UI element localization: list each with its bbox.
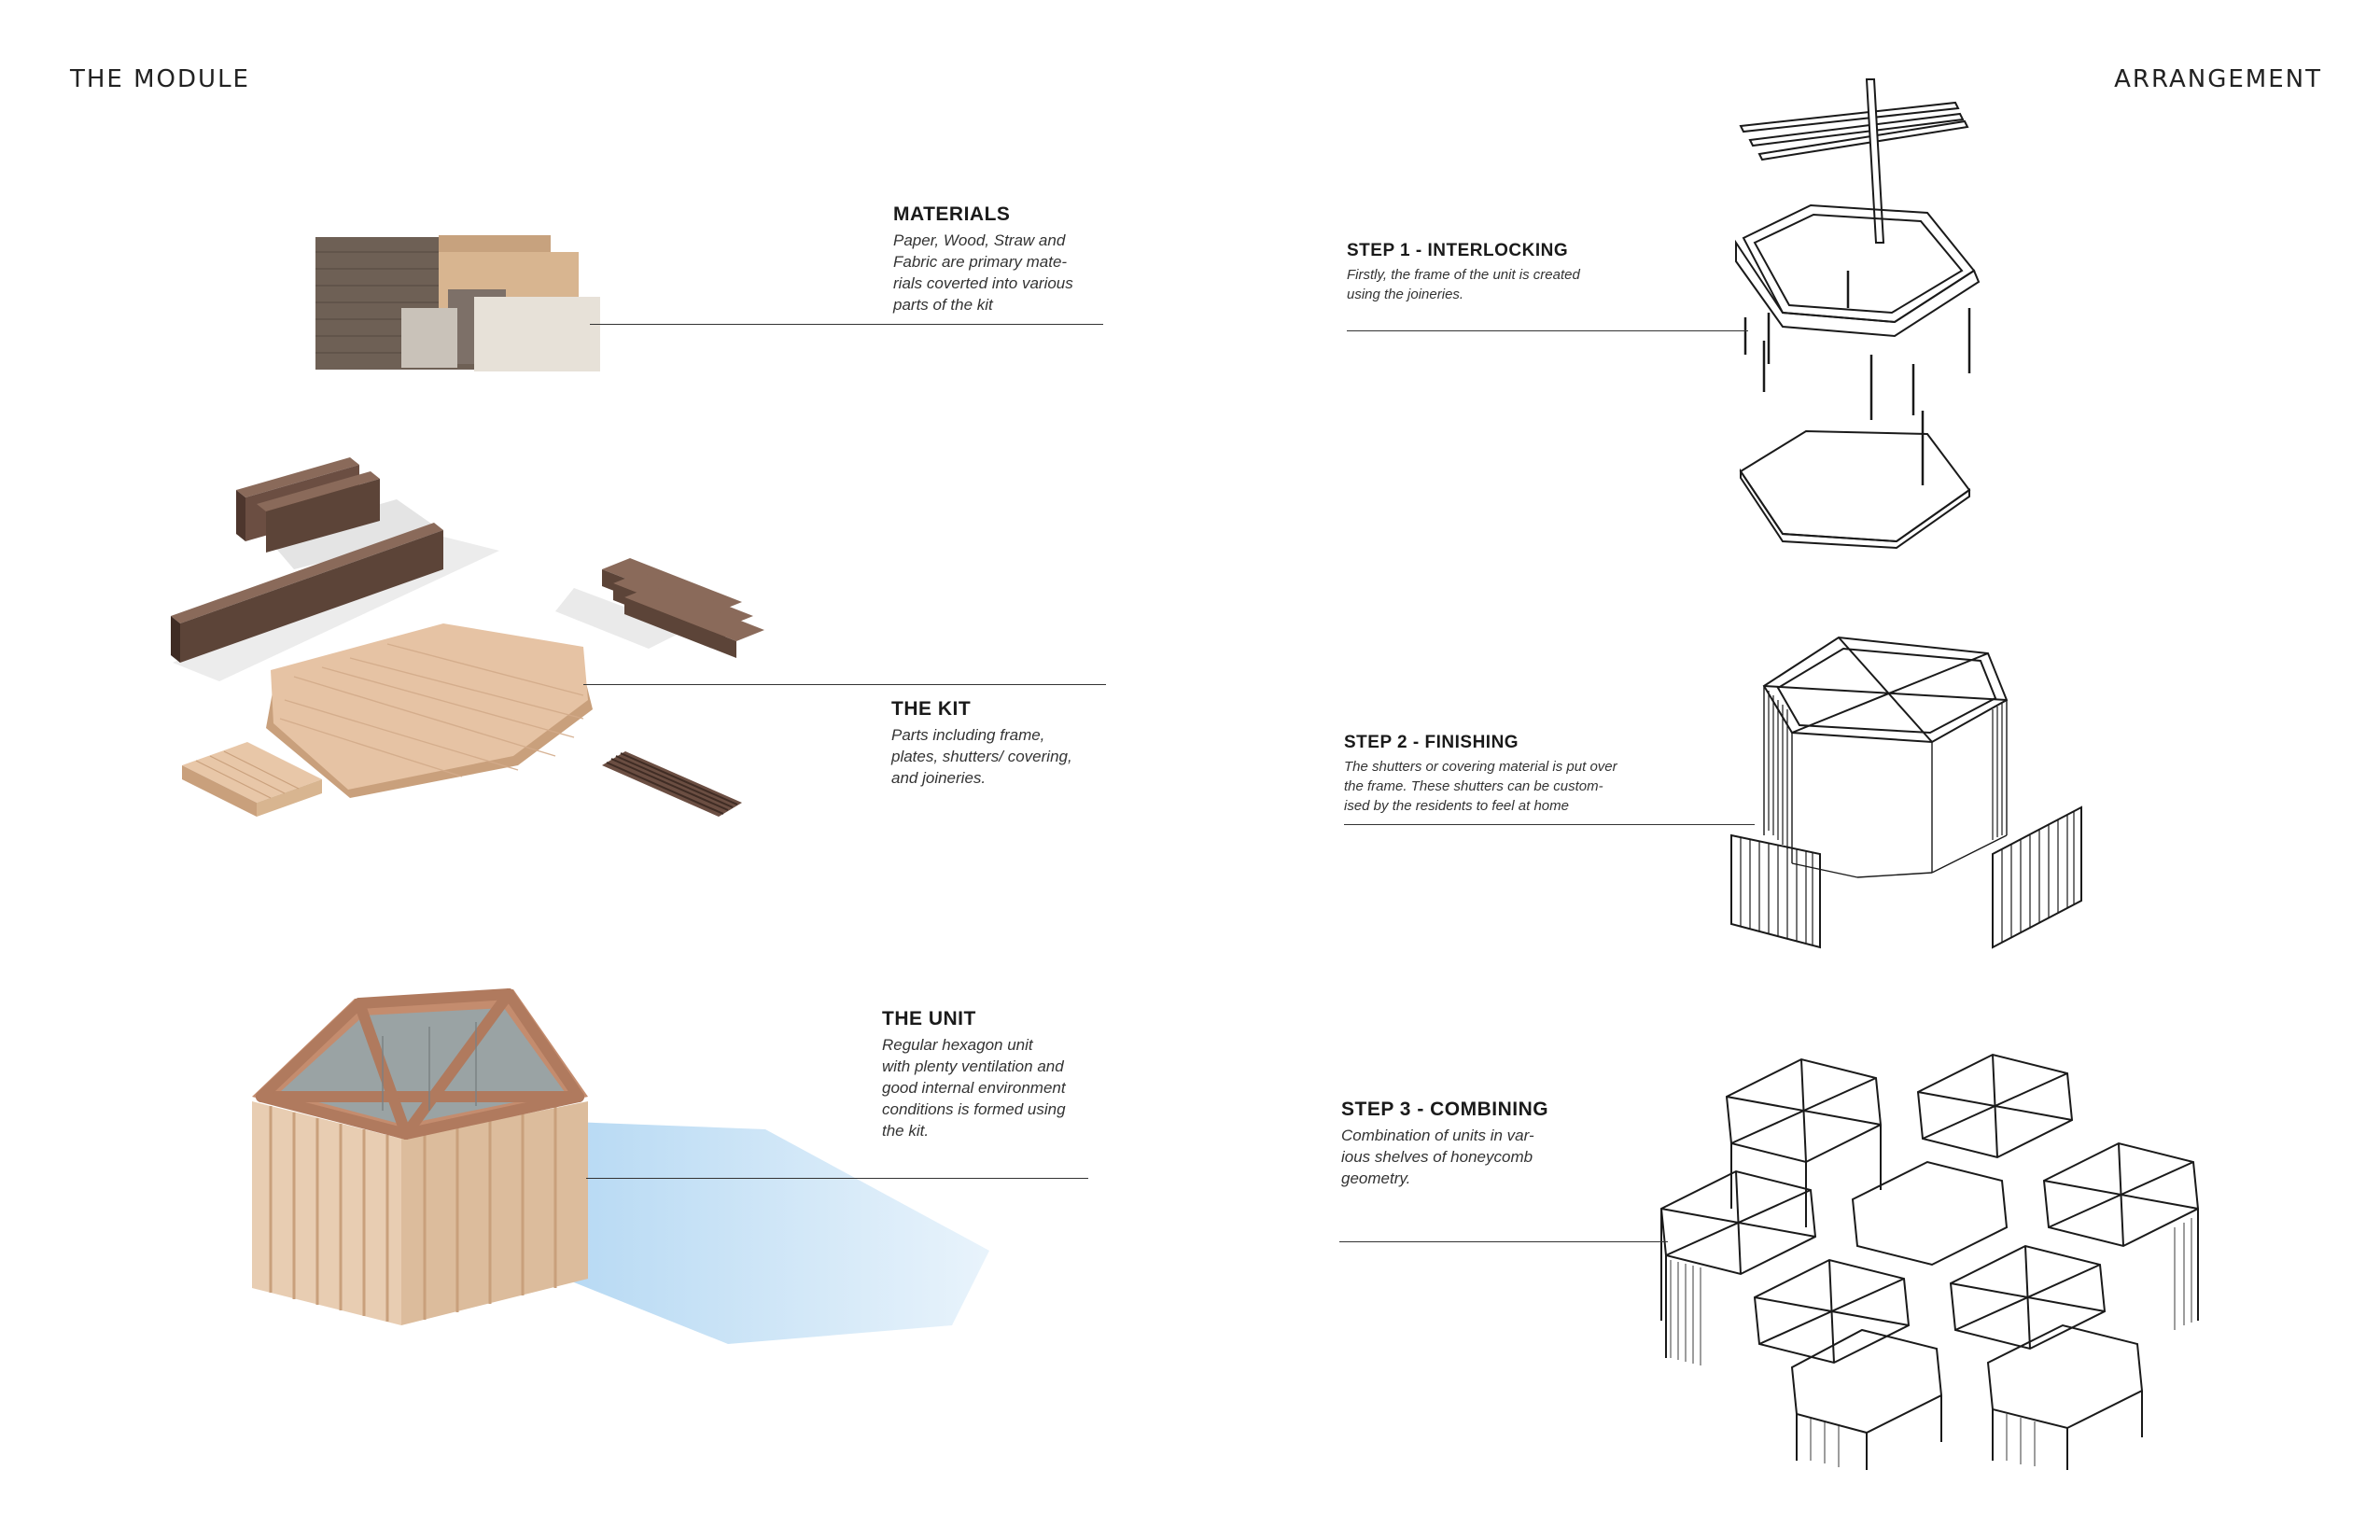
kit-line: and joineries. [891,769,987,787]
unit-line: Regular hexagon unit [882,1036,1033,1054]
materials-line: Fabric are primary mate- [893,253,1068,271]
page-title-right: ARRANGEMENT [2114,65,2322,93]
unit-line: conditions is formed using [882,1100,1066,1118]
step1-line: using the joineries. [1347,287,1464,302]
unit-heading: THE UNIT [882,1008,976,1029]
step2-line: ised by the residents to feel at home [1344,798,1569,814]
step2-leader-line [1344,824,1755,825]
step3-leader-line [1339,1241,1668,1242]
step2-label: STEP 2 - FINISHING The shutters or cover… [1344,733,1617,816]
step3-line: ious shelves of honeycomb [1341,1148,1533,1166]
kit-parts-image [171,457,764,817]
page-title-left: THE MODULE [70,65,250,93]
unit-label: THE UNIT Regular hexagon unit with plent… [882,1008,1066,1141]
unit-render-image [252,988,989,1344]
materials-heading: MATERIALS [893,203,1011,225]
step2-finishing-drawing [1730,636,2082,949]
step3-heading: STEP 3 - COMBINING [1341,1099,1549,1120]
materials-leader-line [590,324,1103,325]
materials-label: MATERIALS Paper, Wood, Straw and Fabric … [893,203,1073,315]
step1-heading: STEP 1 - INTERLOCKING [1347,241,1569,260]
step2-heading: STEP 2 - FINISHING [1344,733,1519,752]
unit-line: with plenty ventilation and [882,1057,1064,1075]
kit-heading: THE KIT [891,698,972,720]
step2-line: The shutters or covering material is put… [1344,759,1617,775]
materials-line: parts of the kit [893,296,993,314]
step1-exploded-frame-drawing [1735,78,1981,550]
kit-leader-line [583,684,1106,685]
unit-leader-line [586,1178,1088,1179]
kit-line: plates, shutters/ covering, [891,748,1072,765]
step3-line: Combination of units in var- [1341,1127,1534,1144]
step2-line: the frame. These shutters can be custom- [1344,778,1603,794]
step3-label: STEP 3 - COMBINING Combination of units … [1341,1099,1548,1189]
materials-swatches-image [315,235,600,371]
kit-label: THE KIT Parts including frame, plates, s… [891,698,1072,789]
materials-line: Paper, Wood, Straw and [893,231,1066,249]
unit-line: good internal environment [882,1079,1066,1097]
step1-label: STEP 1 - INTERLOCKING Firstly, the frame… [1347,241,1580,304]
step3-line: geometry. [1341,1169,1411,1187]
step1-leader-line [1347,330,1748,331]
materials-line: rials coverted into various [893,274,1073,292]
unit-line: the kit. [882,1122,930,1140]
step1-line: Firstly, the frame of the unit is create… [1347,267,1580,283]
step3-honeycomb-drawing [1659,1053,2200,1470]
kit-line: Parts including frame, [891,726,1045,744]
